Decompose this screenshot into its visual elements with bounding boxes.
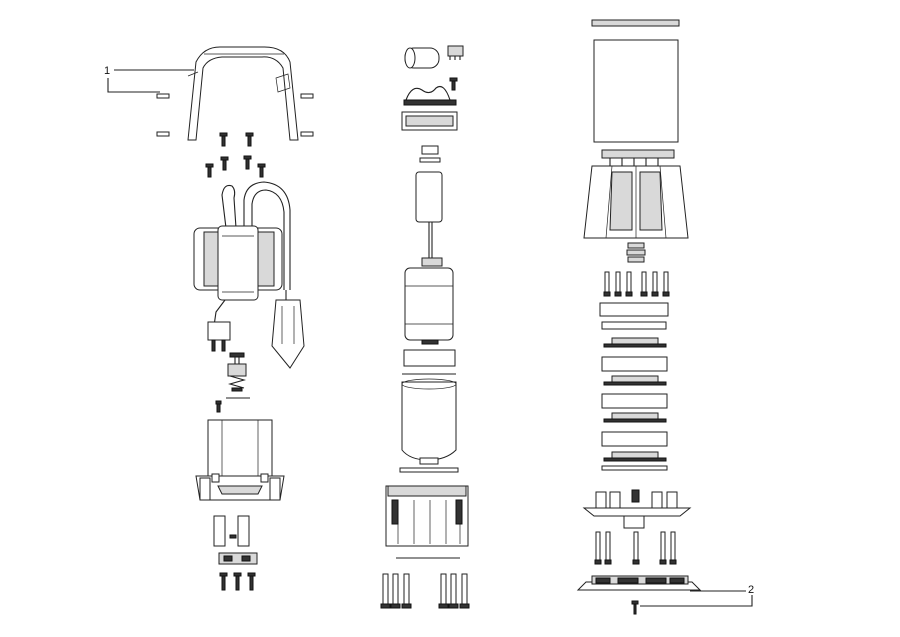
long-bolts-right [594, 531, 677, 565]
callout-1: 1 [104, 65, 194, 93]
long-bolts-middle [380, 573, 470, 609]
callout-label-2: 2 [748, 584, 754, 596]
pump-base-housing [195, 419, 285, 501]
callout-2: 2 [640, 584, 754, 607]
top-cover-and-cylinder [591, 19, 680, 143]
screws-upper [205, 132, 266, 178]
capacitor-and-terminal [404, 45, 464, 91]
bottom-base-plate [576, 575, 702, 615]
handle-pins [156, 93, 314, 137]
short-bolts-right [603, 271, 670, 297]
base-plate-and-feet [213, 515, 258, 591]
handle-assembly [187, 46, 299, 141]
diffuser-base [582, 489, 692, 529]
valve-assembly [215, 352, 250, 413]
impeller-cage [385, 485, 469, 559]
upper-bell-housing [583, 149, 689, 239]
callout-label-1: 1 [104, 65, 110, 77]
motor-housing-with-cables [193, 181, 305, 369]
control-board [401, 85, 458, 131]
pump-stages-stack [599, 302, 669, 471]
coupling [626, 242, 646, 263]
motor-shaft-assembly [402, 145, 456, 375]
pump-body [399, 378, 459, 473]
